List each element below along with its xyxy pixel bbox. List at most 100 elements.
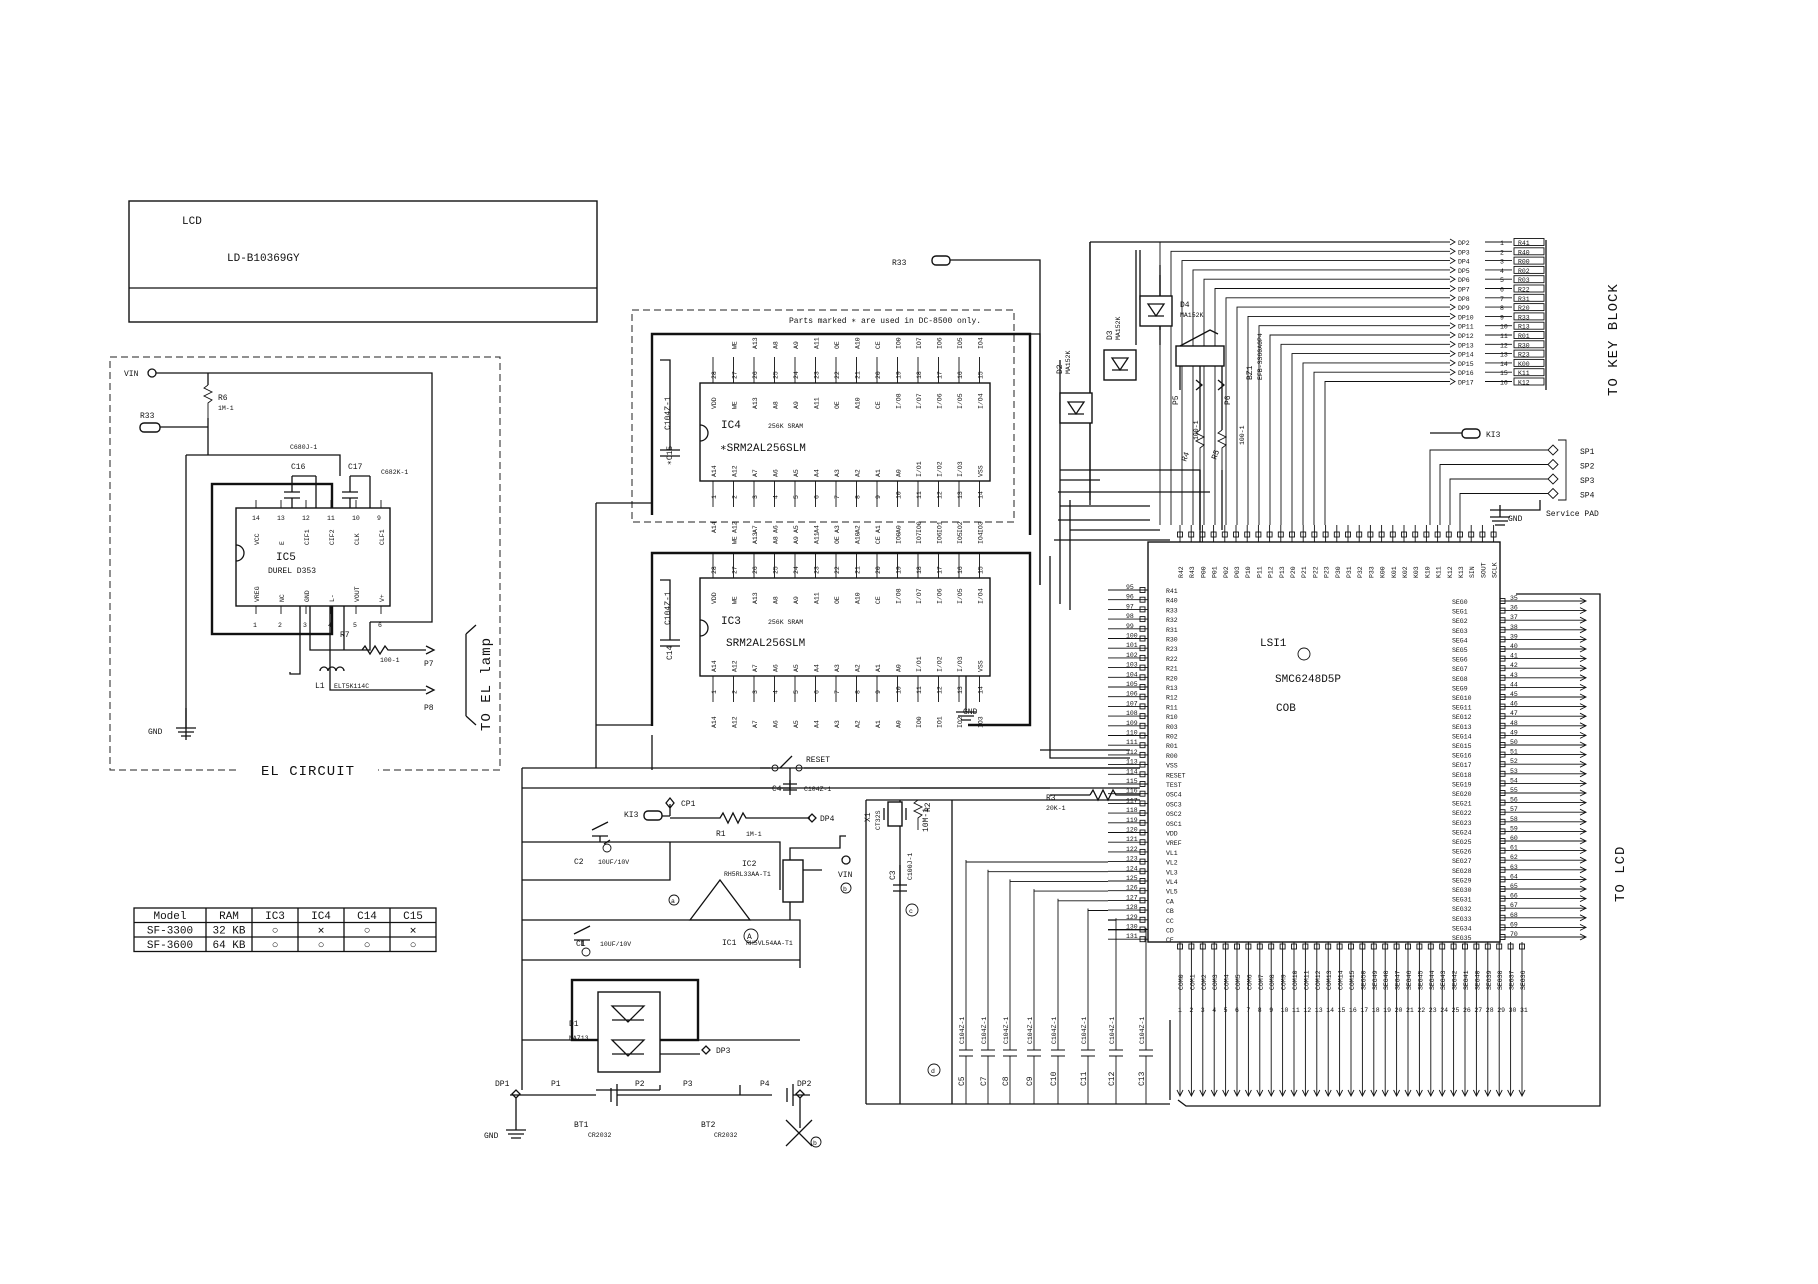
lsi-left-num: 114 xyxy=(1126,768,1138,775)
cap-value: C104Z-1 xyxy=(959,1017,966,1044)
lsi-right-num: 60 xyxy=(1510,835,1518,842)
ic4-cap: C104Z-1 xyxy=(664,396,673,430)
sram-pin-num: 7 xyxy=(834,690,841,694)
sram-net-label: IO6 xyxy=(937,337,944,349)
lsi1-right-pins: SEG035SEG136SEG237SEG338SEG439SEG540SEG6… xyxy=(1452,595,1588,942)
model-table-cell: ✕ xyxy=(318,926,325,938)
lsi-right-pin: SEG6 xyxy=(1452,657,1468,664)
sram-pin-label: OE xyxy=(834,401,841,409)
sram-pin-num: 26 xyxy=(752,371,759,379)
lsi-top-pin: R42 xyxy=(1178,566,1185,578)
key-dp: DP2 xyxy=(1458,240,1470,247)
r1: R1 xyxy=(716,830,726,839)
lsi-top-pin: K13 xyxy=(1458,566,1465,578)
key-num: 9 xyxy=(1500,314,1504,321)
el-c16: C16 xyxy=(291,463,306,472)
lsi-bottom-num: 19 xyxy=(1383,1007,1391,1014)
el-r6: R6 xyxy=(218,394,228,403)
sram-net-label: A6 xyxy=(773,525,780,533)
c1: C1 xyxy=(576,940,586,949)
lsi-left-pin: R01 xyxy=(1166,743,1178,750)
ic5-pin-label: VREG xyxy=(254,586,261,602)
el-c17: C17 xyxy=(348,463,363,472)
lsi-right-pin: SEG13 xyxy=(1452,724,1472,731)
lsi-right-pin: SEG28 xyxy=(1452,868,1472,875)
sram-net-label: IO3 xyxy=(978,716,985,728)
lsi-left-pin: VL4 xyxy=(1166,879,1178,886)
lsi-bottom-num: 5 xyxy=(1224,1007,1228,1014)
lsi-bottom-pin: SEG48 xyxy=(1383,970,1390,990)
ic3-part: SRM2AL256SLM xyxy=(726,638,805,650)
service-gnd: GND xyxy=(1508,515,1523,524)
d4-name: D4 xyxy=(1180,301,1190,310)
model-table-header: IC3 xyxy=(265,911,285,923)
service-pad-label-item: SP4 xyxy=(1580,492,1595,501)
r4-val: 100-1 xyxy=(1193,420,1200,440)
to-key-block-label: TO KEY BLOCK xyxy=(1606,283,1622,396)
lsi-left-pin: R41 xyxy=(1166,588,1178,595)
sram-net-label: IO1 xyxy=(937,521,944,533)
key-num: 3 xyxy=(1500,259,1504,266)
sram-pin-num: 9 xyxy=(875,495,882,499)
lsi-left-pin: VL3 xyxy=(1166,869,1178,876)
sram-pin-label: I/O3 xyxy=(957,656,964,672)
sram-pin-num: 3 xyxy=(752,690,759,694)
el-c17-val: C682K-1 xyxy=(381,469,408,476)
model-table-cell: ○ xyxy=(318,940,325,952)
lsi-right-num: 56 xyxy=(1510,797,1518,804)
lsi-left-num: 95 xyxy=(1126,584,1134,591)
sram-net-label: A8 xyxy=(773,536,780,544)
lsi-bottom-pin: COM1 xyxy=(1189,974,1196,990)
lsi-right-pin: SEG17 xyxy=(1452,762,1472,769)
lsi-bottom-pin: COM14 xyxy=(1338,970,1345,990)
bt2-part: CR2032 xyxy=(714,1132,738,1139)
key-num: 6 xyxy=(1500,287,1504,294)
lsi-top-pin: P02 xyxy=(1223,566,1230,578)
el-r6-val: 1M-1 xyxy=(218,405,234,412)
sram-pin-num: 12 xyxy=(937,686,944,694)
key-dp: DP3 xyxy=(1458,249,1470,256)
lsi-bottom-pin: SEG38 xyxy=(1497,970,1504,990)
lsi-left-num: 103 xyxy=(1126,662,1138,669)
key-net: R00 xyxy=(1518,259,1530,266)
lsi-top-pin: SOUT xyxy=(1480,562,1487,578)
key-dp: DP15 xyxy=(1458,361,1474,368)
lsi-left-num: 121 xyxy=(1126,836,1138,843)
lsi-left-pin: TEST xyxy=(1166,782,1182,789)
lsi-right-num: 43 xyxy=(1510,672,1518,679)
sram-pin-label: VSS xyxy=(978,660,985,672)
c1-val: 10UF/10V xyxy=(600,941,631,948)
lsi-top-pin: K00 xyxy=(1380,566,1387,578)
sram-pin-num: 28 xyxy=(711,566,718,574)
sram-net-label: A5 xyxy=(793,525,800,533)
lsi-bottom-pin: COM7 xyxy=(1258,974,1265,990)
c3-val: C100J-1 xyxy=(907,853,914,880)
lsi-bottom-num: 18 xyxy=(1372,1007,1380,1014)
sram-net-label: A10 xyxy=(855,337,862,349)
key-net: R20 xyxy=(1518,305,1530,312)
lsi-right-pin: SEG1 xyxy=(1452,609,1468,616)
lsi-top-pin: P31 xyxy=(1346,566,1353,578)
lsi-bottom-num: 20 xyxy=(1395,1007,1403,1014)
key-dp: DP12 xyxy=(1458,333,1474,340)
sram-pin-num: 15 xyxy=(978,566,985,574)
mark-A: A xyxy=(747,933,752,942)
cp1: CP1 xyxy=(681,800,696,809)
r2: R2 xyxy=(924,802,933,812)
lsi-left-pin: CE xyxy=(1166,937,1174,944)
sram-net-label: A12 xyxy=(732,716,739,728)
sram-pin-num: 20 xyxy=(875,566,882,574)
bz1-name: BZ1 xyxy=(1246,365,1255,380)
lsi-bottom-num: 26 xyxy=(1463,1007,1471,1014)
sram-pin-label: I/O5 xyxy=(957,393,964,409)
sram-pin-label: A7 xyxy=(752,469,759,477)
sram-pin-label: A8 xyxy=(773,401,780,409)
cap-ref: C11 xyxy=(1080,1071,1089,1086)
lsi-left-num: 106 xyxy=(1126,691,1138,698)
sram-pin-num: 11 xyxy=(916,686,923,694)
lsi-bottom-num: 15 xyxy=(1338,1007,1346,1014)
sram-pin-label: I/O7 xyxy=(916,588,923,604)
lsi-left-pin: R30 xyxy=(1166,637,1178,644)
